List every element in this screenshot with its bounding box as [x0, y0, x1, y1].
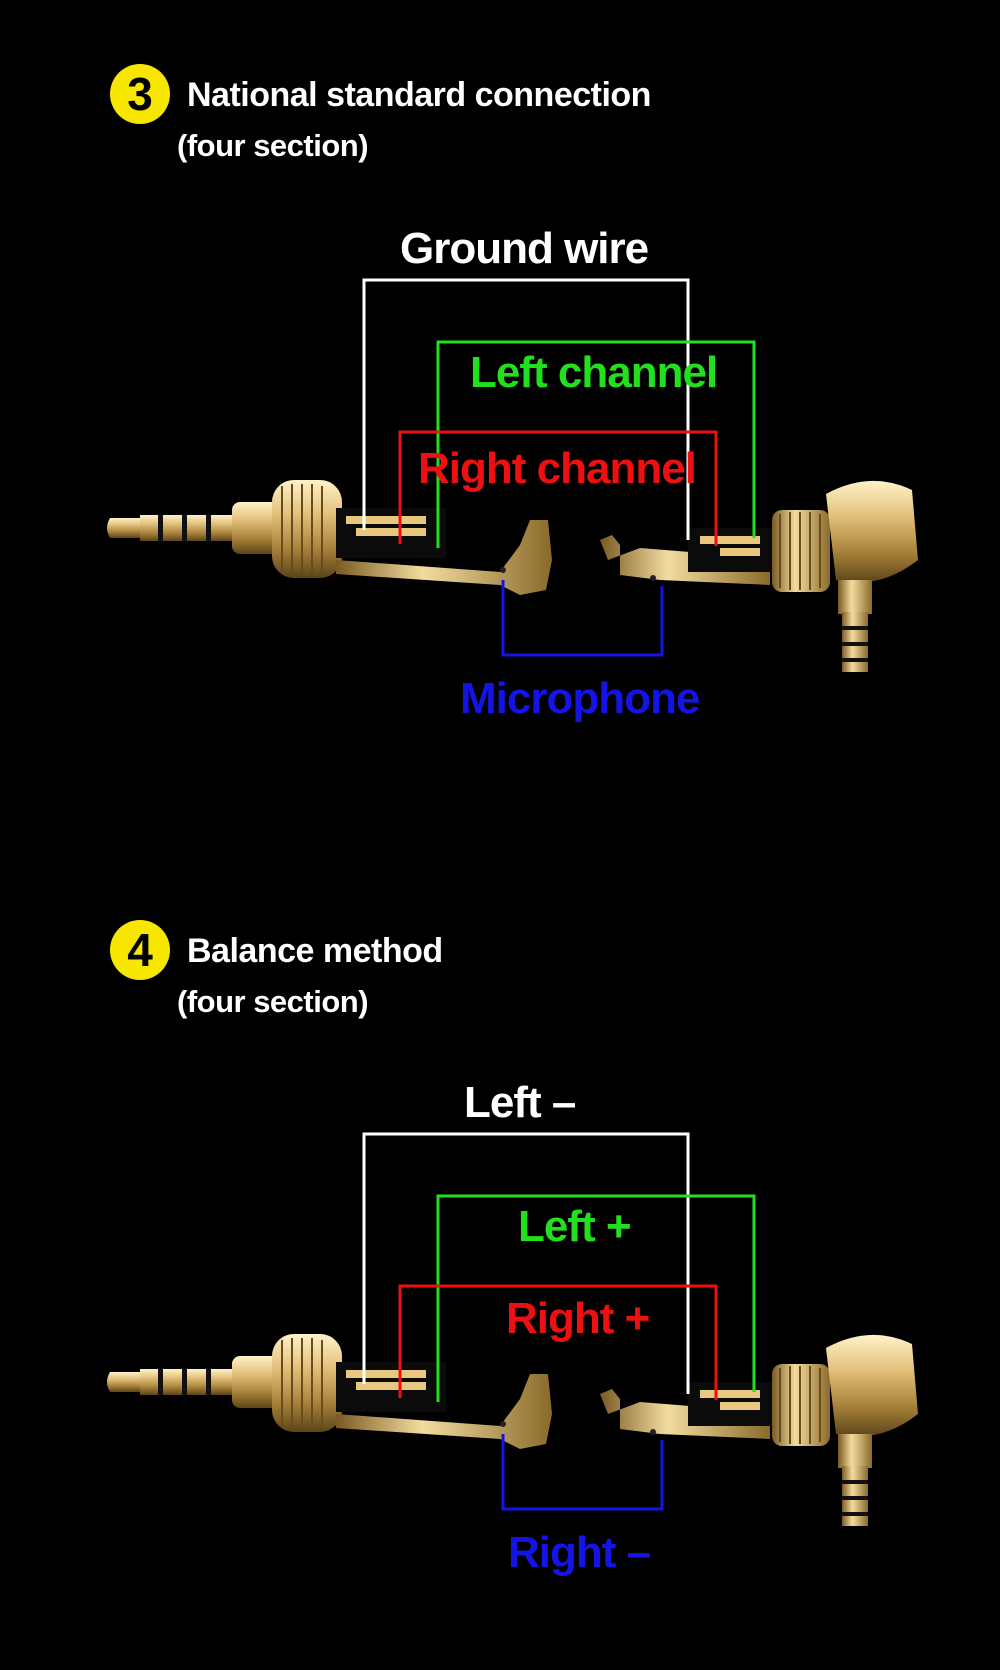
wire-lines [362, 1132, 756, 1511]
section-balance-method: 4 Balance method (four section) [0, 854, 1000, 1670]
section-title: National standard connection [187, 76, 651, 114]
left-minus-wire-line [362, 1132, 690, 1394]
section-title: Balance method [187, 932, 443, 970]
ground-wire-line [362, 278, 690, 540]
left-channel-wire-line [436, 340, 756, 548]
left-plus-label: Left + [518, 1202, 632, 1251]
right-minus-wire-line [501, 1434, 664, 1511]
right-channel-label: Right channel [418, 444, 697, 493]
right-minus-label: Right – [508, 1528, 651, 1577]
section-subtitle: (four section) [177, 984, 369, 1019]
left-minus-label: Left – [464, 1078, 576, 1127]
step-number-badge: 4 [110, 920, 170, 980]
step-number-badge: 3 [110, 64, 170, 124]
right-channel-wire-line [398, 430, 718, 546]
straight-plug-image [107, 1334, 552, 1449]
right-angle-plug-image [600, 1334, 918, 1526]
ground-wire-label: Ground wire [400, 224, 649, 273]
right-plus-label: Right + [506, 1294, 650, 1343]
jack-wiring-diagram [107, 1132, 918, 1526]
right-plus-wire-line [398, 1284, 718, 1400]
jack-wiring-diagram [107, 278, 918, 672]
microphone-label: Microphone [460, 674, 700, 723]
section-subtitle: (four section) [177, 128, 369, 163]
wire-lines [362, 278, 756, 657]
straight-plug-image [107, 480, 552, 595]
left-plus-wire-line [436, 1194, 756, 1402]
left-channel-label: Left channel [470, 348, 718, 397]
section-national-standard: 3 National standard connection (four sec… [0, 0, 1000, 816]
right-angle-plug-image [600, 480, 918, 672]
microphone-wire-line [501, 580, 664, 657]
